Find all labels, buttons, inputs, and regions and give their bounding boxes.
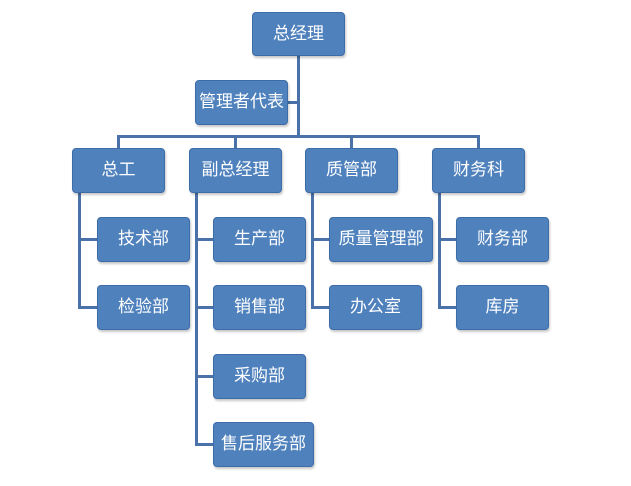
connector-dept-3-spine xyxy=(438,192,441,309)
connector-dept-2-child-1 xyxy=(311,306,331,309)
node-production-dept: 生产部 xyxy=(213,217,306,262)
node-technology-dept: 技术部 xyxy=(97,217,190,262)
node-finance-dept: 财务部 xyxy=(456,217,549,262)
connector-dept-0-spine xyxy=(78,192,81,309)
connector-dept-3-drop xyxy=(477,135,480,151)
node-quality-department: 质管部 xyxy=(305,148,398,193)
connector-department-bar xyxy=(118,135,479,138)
connector-assistant-stub xyxy=(287,101,299,104)
connector-top-vertical xyxy=(297,55,300,137)
node-purchasing-dept: 采购部 xyxy=(213,354,306,399)
connector-dept-3-child-1 xyxy=(438,306,458,309)
connector-dept-1-child-2 xyxy=(195,375,215,378)
connector-dept-0-child-0 xyxy=(78,238,98,241)
connector-dept-2-spine xyxy=(311,192,314,309)
node-after-sales-dept: 售后服务部 xyxy=(213,422,314,467)
connector-dept-2-drop xyxy=(350,135,353,151)
node-sales-dept: 销售部 xyxy=(213,285,306,330)
node-chief-engineer: 总工 xyxy=(72,148,165,193)
node-inspection-dept: 检验部 xyxy=(97,285,190,330)
connector-dept-1-child-0 xyxy=(195,238,215,241)
connector-dept-0-child-1 xyxy=(78,306,98,309)
node-office: 办公室 xyxy=(329,285,422,330)
connector-dept-3-child-0 xyxy=(438,238,458,241)
connector-dept-1-spine xyxy=(195,192,198,446)
connector-dept-2-child-0 xyxy=(311,238,331,241)
node-finance-section: 财务科 xyxy=(432,148,525,193)
node-warehouse: 库房 xyxy=(456,285,549,330)
connector-dept-1-drop xyxy=(234,135,237,151)
connector-dept-1-child-3 xyxy=(195,443,215,446)
node-quality-management-dept: 质量管理部 xyxy=(329,217,433,262)
connector-dept-1-child-1 xyxy=(195,306,215,309)
node-general-manager: 总经理 xyxy=(252,12,345,56)
connector-dept-0-drop xyxy=(117,135,120,151)
node-management-representative: 管理者代表 xyxy=(195,80,288,125)
node-deputy-general-manager: 副总经理 xyxy=(189,148,282,193)
